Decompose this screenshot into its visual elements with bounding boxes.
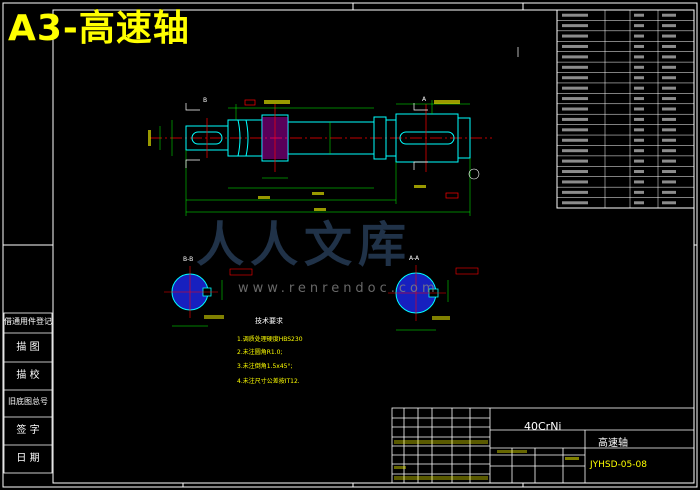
param-table-cell-text <box>562 190 588 194</box>
param-table-cell-text <box>562 149 588 153</box>
section-markers <box>185 47 519 170</box>
param-table-cell-text <box>662 55 676 59</box>
param-table-cell-text <box>634 13 644 17</box>
param-table-cell-text <box>634 180 644 184</box>
param-table-cell-text <box>662 34 676 38</box>
param-table-cell-text <box>634 117 644 121</box>
side-label-check: 描 校 <box>16 370 40 381</box>
param-table-cell-text <box>662 86 676 90</box>
param-table-cell-text <box>562 159 588 163</box>
side-label-sign: 签 字 <box>16 425 40 436</box>
param-table-cell-text <box>662 76 676 80</box>
param-table-cell-text <box>562 44 588 48</box>
param-table-cell-text <box>662 13 676 17</box>
watermark-text: 人人文库 <box>196 217 413 273</box>
shaft-main-view <box>148 99 492 216</box>
side-label-draw: 描 图 <box>16 342 40 353</box>
side-label-reg: 借通用件登记 <box>4 317 52 326</box>
param-table-cell-text <box>562 76 588 80</box>
param-table-cell-text <box>662 44 676 48</box>
param-table-cell-text <box>634 97 644 101</box>
param-table-cell-text <box>562 107 588 111</box>
side-label-old-base: 旧底图总号 <box>8 397 48 406</box>
watermark-url: www.renrendoc.com <box>238 281 439 296</box>
param-table-cell-text <box>634 128 644 132</box>
param-table-cell-text <box>634 149 644 153</box>
param-table-cell-text <box>634 24 644 28</box>
tech-req-item: 2.未注圆角R1.0; <box>237 349 283 356</box>
tech-req-item: 3.未注倒角1.5x45°; <box>237 363 293 370</box>
param-table-cell-text <box>562 55 588 59</box>
param-table-cell-text <box>662 149 676 153</box>
param-table-cell-text <box>634 190 644 194</box>
param-table-cell-text <box>662 159 676 163</box>
tech-req-item: 4.未注尺寸公差按IT12. <box>237 378 300 385</box>
title-block <box>391 407 695 484</box>
param-table-cell-text <box>562 138 588 142</box>
tech-req-title: 技术要求 <box>255 317 283 325</box>
param-table-cell-text <box>634 86 644 90</box>
section-a-a <box>388 265 479 331</box>
section-label-b: B-B <box>183 256 194 263</box>
param-table-cell-text <box>662 190 676 194</box>
param-table-cell-text <box>662 128 676 132</box>
param-table-cell-text <box>662 138 676 142</box>
param-table-cell-text <box>662 107 676 111</box>
param-table-cell-text <box>634 170 644 174</box>
param-table-cell-text <box>662 180 676 184</box>
tech-req-item: 1.调质处理硬度HBS230 <box>237 336 303 343</box>
parameter-table <box>556 9 695 209</box>
param-table-cell-text <box>634 55 644 59</box>
param-table-cell-text <box>634 159 644 163</box>
title-block-fine-text <box>394 440 579 480</box>
param-table-cell-text <box>562 13 588 17</box>
param-table-cell-text <box>634 65 644 69</box>
param-table-cell-text <box>662 170 676 174</box>
param-table-cell-text <box>634 76 644 80</box>
param-table-cell-text <box>634 107 644 111</box>
side-label-date: 日 期 <box>16 453 40 464</box>
side-table-grid <box>3 312 53 474</box>
part-name: 高速轴 <box>598 438 628 449</box>
param-table-cell-text <box>562 170 588 174</box>
param-table-cell-text <box>662 97 676 101</box>
param-table-cell-text <box>634 44 644 48</box>
drawing-code: JYHSD-05-08 <box>590 460 647 470</box>
section-label-a: A-A <box>409 255 420 262</box>
param-table-cell-text <box>562 117 588 121</box>
view-marker-a: A <box>422 96 427 103</box>
param-table-cell-text <box>662 24 676 28</box>
param-table-cell-text <box>562 65 588 69</box>
param-table-cell-text <box>562 128 588 132</box>
param-table-cell-text <box>634 34 644 38</box>
param-table-cell-text <box>662 201 676 205</box>
material-value: 40CrNi <box>524 420 562 433</box>
param-table-cell-text <box>662 117 676 121</box>
param-table-cell-text <box>562 180 588 184</box>
view-marker-b: B <box>203 97 208 104</box>
param-table-cell-text <box>562 34 588 38</box>
param-table-cell-text <box>662 65 676 69</box>
param-table-cell-text <box>634 201 644 205</box>
param-table-cell-text <box>562 201 588 205</box>
param-table-cell-text <box>562 97 588 101</box>
section-b-b <box>164 266 253 327</box>
param-table-cell-text <box>562 86 588 90</box>
param-table-cell-text <box>634 138 644 142</box>
drawing-title: A3-高速轴 <box>8 8 190 49</box>
param-table-cell-text <box>562 24 588 28</box>
